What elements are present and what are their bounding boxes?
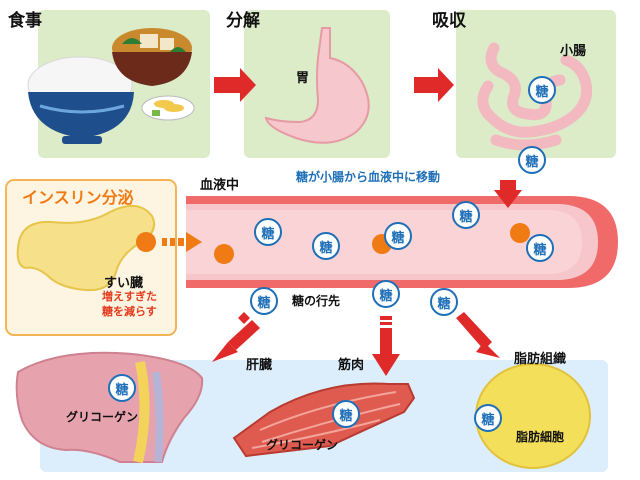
insulin-flow-arrow bbox=[136, 232, 234, 264]
sugar-badge-dest-adipose: 糖 bbox=[430, 288, 458, 316]
miso-soup-icon bbox=[112, 28, 192, 86]
fat-cell-label: 脂肪細胞 bbox=[516, 430, 565, 444]
stage-label-absorption: 吸収 bbox=[432, 11, 466, 31]
organ-label-small-intestine: 小腸 bbox=[560, 44, 587, 59]
organ-label-adipose: 脂肪組織 bbox=[514, 352, 567, 367]
sugar-destination-label: 糖の行先 bbox=[292, 294, 341, 308]
pickles-plate-icon bbox=[141, 95, 195, 121]
pancreas-note-line2: 糖を減らす bbox=[102, 305, 157, 318]
arrow-intestine-to-blood bbox=[494, 180, 522, 208]
sugar-badge-fat: 糖 bbox=[474, 404, 502, 432]
sugar-badge-dest-muscle: 糖 bbox=[372, 280, 400, 308]
sugar-badge-blood-3: 糖 bbox=[312, 232, 340, 260]
sugar-badge-blood-1: 糖 bbox=[452, 201, 480, 229]
sugar-move-caption: 糖が小腸から血液中に移動 bbox=[296, 170, 441, 184]
muscle-icon bbox=[232, 382, 416, 458]
sugar-badge-blood-4: 糖 bbox=[384, 222, 412, 250]
blood-label: 血液中 bbox=[200, 178, 240, 193]
rice-bowl-icon bbox=[27, 56, 134, 144]
sugar-badge-blood-2: 糖 bbox=[254, 218, 282, 246]
organ-label-stomach: 胃 bbox=[296, 71, 310, 86]
arrow-meal-to-stomach bbox=[214, 68, 256, 102]
sugar-badge-liver: 糖 bbox=[108, 374, 136, 402]
sugar-badge-muscle: 糖 bbox=[332, 400, 360, 428]
insulin-particle bbox=[510, 223, 530, 243]
arrow-to-liver bbox=[212, 312, 260, 362]
insulin-secretion-label: インスリン分泌 bbox=[22, 188, 134, 207]
stage-label-meal: 食事 bbox=[8, 11, 42, 31]
stage-label-digestion: 分解 bbox=[226, 11, 260, 31]
muscle-glycogen-label: グリコーゲン bbox=[266, 438, 339, 452]
sugar-badge-intestine: 糖 bbox=[528, 76, 556, 104]
pancreas-note-line1: 増えすぎた bbox=[102, 290, 157, 303]
sugar-badge-dest-liver: 糖 bbox=[250, 287, 278, 315]
arrow-to-muscle bbox=[372, 316, 400, 376]
arrow-to-adipose bbox=[456, 312, 500, 358]
liver-glycogen-label: グリコーゲン bbox=[66, 410, 139, 424]
arrow-stomach-to-intestine bbox=[414, 68, 454, 102]
organ-label-liver: 肝臓 bbox=[246, 358, 273, 373]
organ-label-pancreas: すい臓 bbox=[104, 276, 144, 291]
organ-label-muscle: 筋肉 bbox=[338, 358, 365, 373]
pancreas-icon bbox=[16, 205, 156, 292]
stomach-icon bbox=[264, 27, 370, 144]
sugar-badge-blood-5: 糖 bbox=[526, 234, 554, 262]
sugar-badge-moving: 糖 bbox=[518, 146, 546, 174]
liver-icon bbox=[15, 351, 204, 464]
